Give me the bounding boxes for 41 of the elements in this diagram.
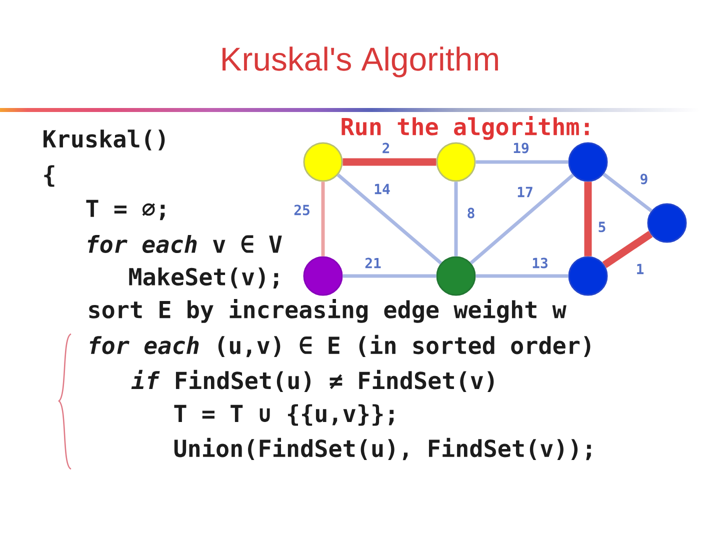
graph-edge [336, 174, 442, 264]
edge-weight: 9 [638, 172, 650, 186]
graph-edge [470, 174, 574, 264]
graph-edge [454, 182, 458, 256]
graph-edge [584, 182, 592, 256]
code-line: T = ∅; [86, 200, 165, 220]
code-line: Union(FindSet(u), FindSet(v)); [174, 438, 591, 460]
code-line: sort E by increasing edge weight w [89, 299, 566, 323]
edge-weight: 25 [292, 204, 312, 216]
edge-weight: 2 [380, 142, 392, 154]
graph-vertex [436, 256, 476, 296]
edge-weight: 8 [466, 206, 476, 220]
graph-vertex [568, 142, 608, 182]
graph-edge [321, 182, 325, 256]
graph-edge [476, 160, 568, 164]
code-line: if FindSet(u) ≠ FindSet(v) [131, 370, 494, 392]
code-line: { [44, 165, 54, 187]
graph-vertex [568, 256, 608, 296]
graph-edge [602, 230, 653, 268]
code-line: for each v ∈ V [88, 234, 282, 254]
edge-weight: 1 [634, 262, 646, 276]
edge-weight: 14 [372, 182, 392, 196]
edge-weight: 5 [596, 220, 608, 234]
graph-edge [602, 172, 652, 212]
code-line: MakeSet(v); [129, 267, 278, 289]
graph-vertex [647, 203, 687, 243]
graph-edge [476, 274, 568, 278]
subheading: Run the algorithm: [342, 116, 589, 140]
graph-vertex [303, 256, 343, 296]
code-line: Kruskal() [44, 130, 165, 150]
edge-weight: 17 [516, 186, 534, 198]
graph-vertex [303, 142, 343, 182]
edge-weight: 21 [364, 256, 382, 270]
title: Kruskal's Algorithm [222, 46, 498, 78]
graph-edge [342, 274, 436, 278]
graph-edge [342, 158, 436, 166]
edge-weight: 13 [530, 256, 550, 270]
code-line: for each (u,v) ∈ E (in sorted order) [90, 334, 590, 358]
graph-vertex [436, 142, 476, 182]
edge-weight: 19 [512, 142, 530, 154]
code-line: T = T ∪ {{u,v}}; [174, 404, 394, 426]
